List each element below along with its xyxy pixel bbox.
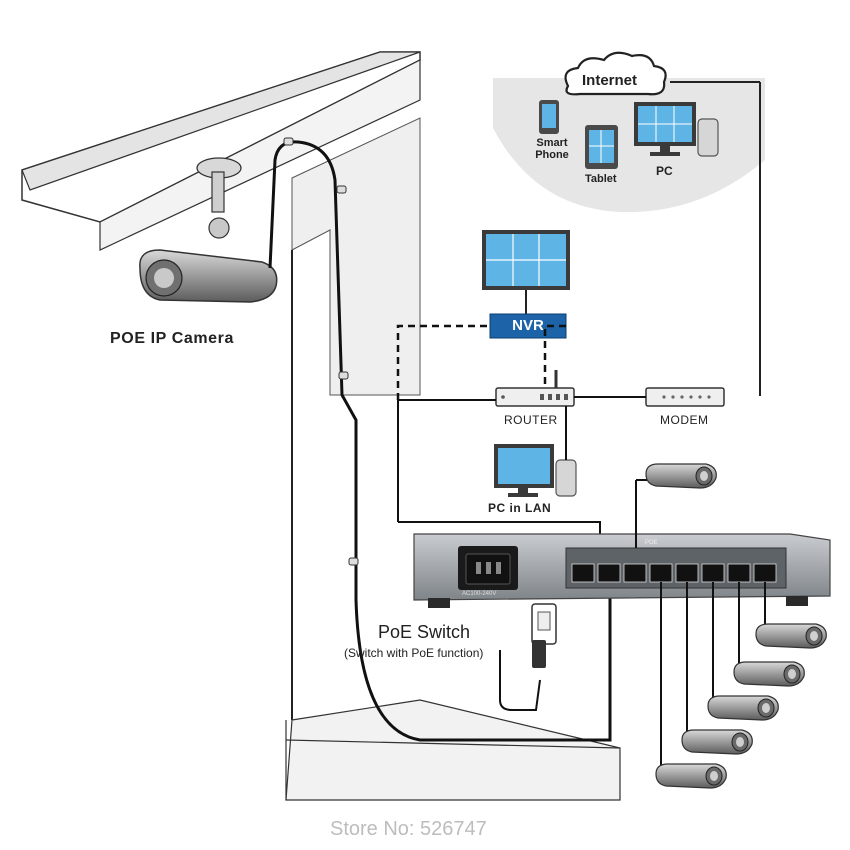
lan-pc-icon [494, 444, 577, 497]
camera-3 [707, 695, 779, 721]
store-label: Store No: 526747 [330, 818, 487, 840]
camera-2 [733, 661, 805, 687]
pc-label: PC [656, 164, 673, 178]
house [21, 51, 621, 801]
tablet-icon [585, 125, 618, 169]
modem-icon [645, 387, 725, 407]
camera-4 [681, 729, 753, 755]
nvr-monitor-icon [482, 230, 570, 314]
tablet-label: Tablet [585, 173, 617, 185]
router-label: ROUTER [504, 413, 558, 427]
camera-top [645, 463, 717, 489]
smart-phone-icon [539, 100, 559, 134]
poe-switch-label: PoE Switch [378, 622, 471, 642]
modem-label: MODEM [660, 413, 709, 427]
internet-area [493, 78, 765, 396]
poe-strip-label: POE [645, 540, 658, 546]
poe-ip-camera-label: POE IP Camera [110, 330, 235, 347]
nvr-label: NVR [512, 317, 544, 334]
smart-phone-label: Smart Phone [535, 137, 569, 161]
power-rating-label: AC100-240V [462, 591, 497, 597]
internet-cloud [564, 51, 667, 96]
nvr-dashed-links [396, 324, 566, 400]
power-outlet [531, 603, 557, 668]
cable-clips [283, 137, 359, 566]
camera-1 [755, 623, 827, 649]
poe-switch-sub-label: (Switch with PoE function) [344, 646, 484, 660]
camera-5 [655, 763, 727, 789]
router-icon [495, 370, 575, 407]
poe-ip-camera [139, 157, 278, 303]
pc-in-lan-label: PC in LAN [488, 501, 552, 515]
internet-label: Internet [582, 72, 638, 89]
internet-pc-icon [634, 102, 719, 157]
